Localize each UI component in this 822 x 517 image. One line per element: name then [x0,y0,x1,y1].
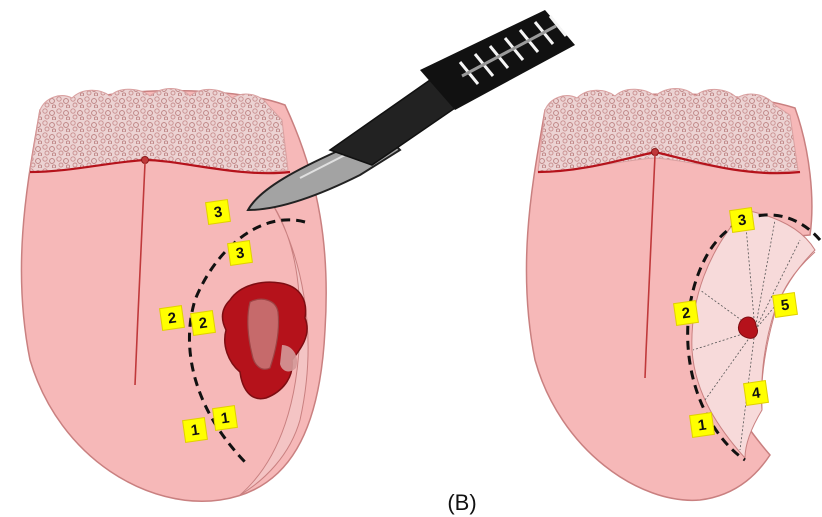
marker-2a: 2 [160,306,185,331]
marker-3a: 3 [206,200,231,225]
left-tongue-foramen [142,157,149,164]
marker-1a: 1 [183,418,208,443]
marker-1b: 1 [213,406,238,431]
marker-2b: 2 [191,311,216,336]
marker-r3: 3 [730,208,755,233]
marker-r5: 5 [773,293,798,318]
right-tongue-papillae [538,89,798,173]
marker-3b: 3 [228,241,253,266]
right-tongue-foramen [652,149,659,156]
marker-r4: 4 [744,381,769,406]
left-tongue [21,89,326,502]
residual-lesion [738,317,757,338]
figure-caption: (B) [447,490,476,515]
marker-r1: 1 [690,413,715,438]
right-tongue [526,89,820,501]
left-tongue-papillae [30,89,288,173]
marker-r2: 2 [674,301,699,326]
scalpel-icon [248,10,575,210]
